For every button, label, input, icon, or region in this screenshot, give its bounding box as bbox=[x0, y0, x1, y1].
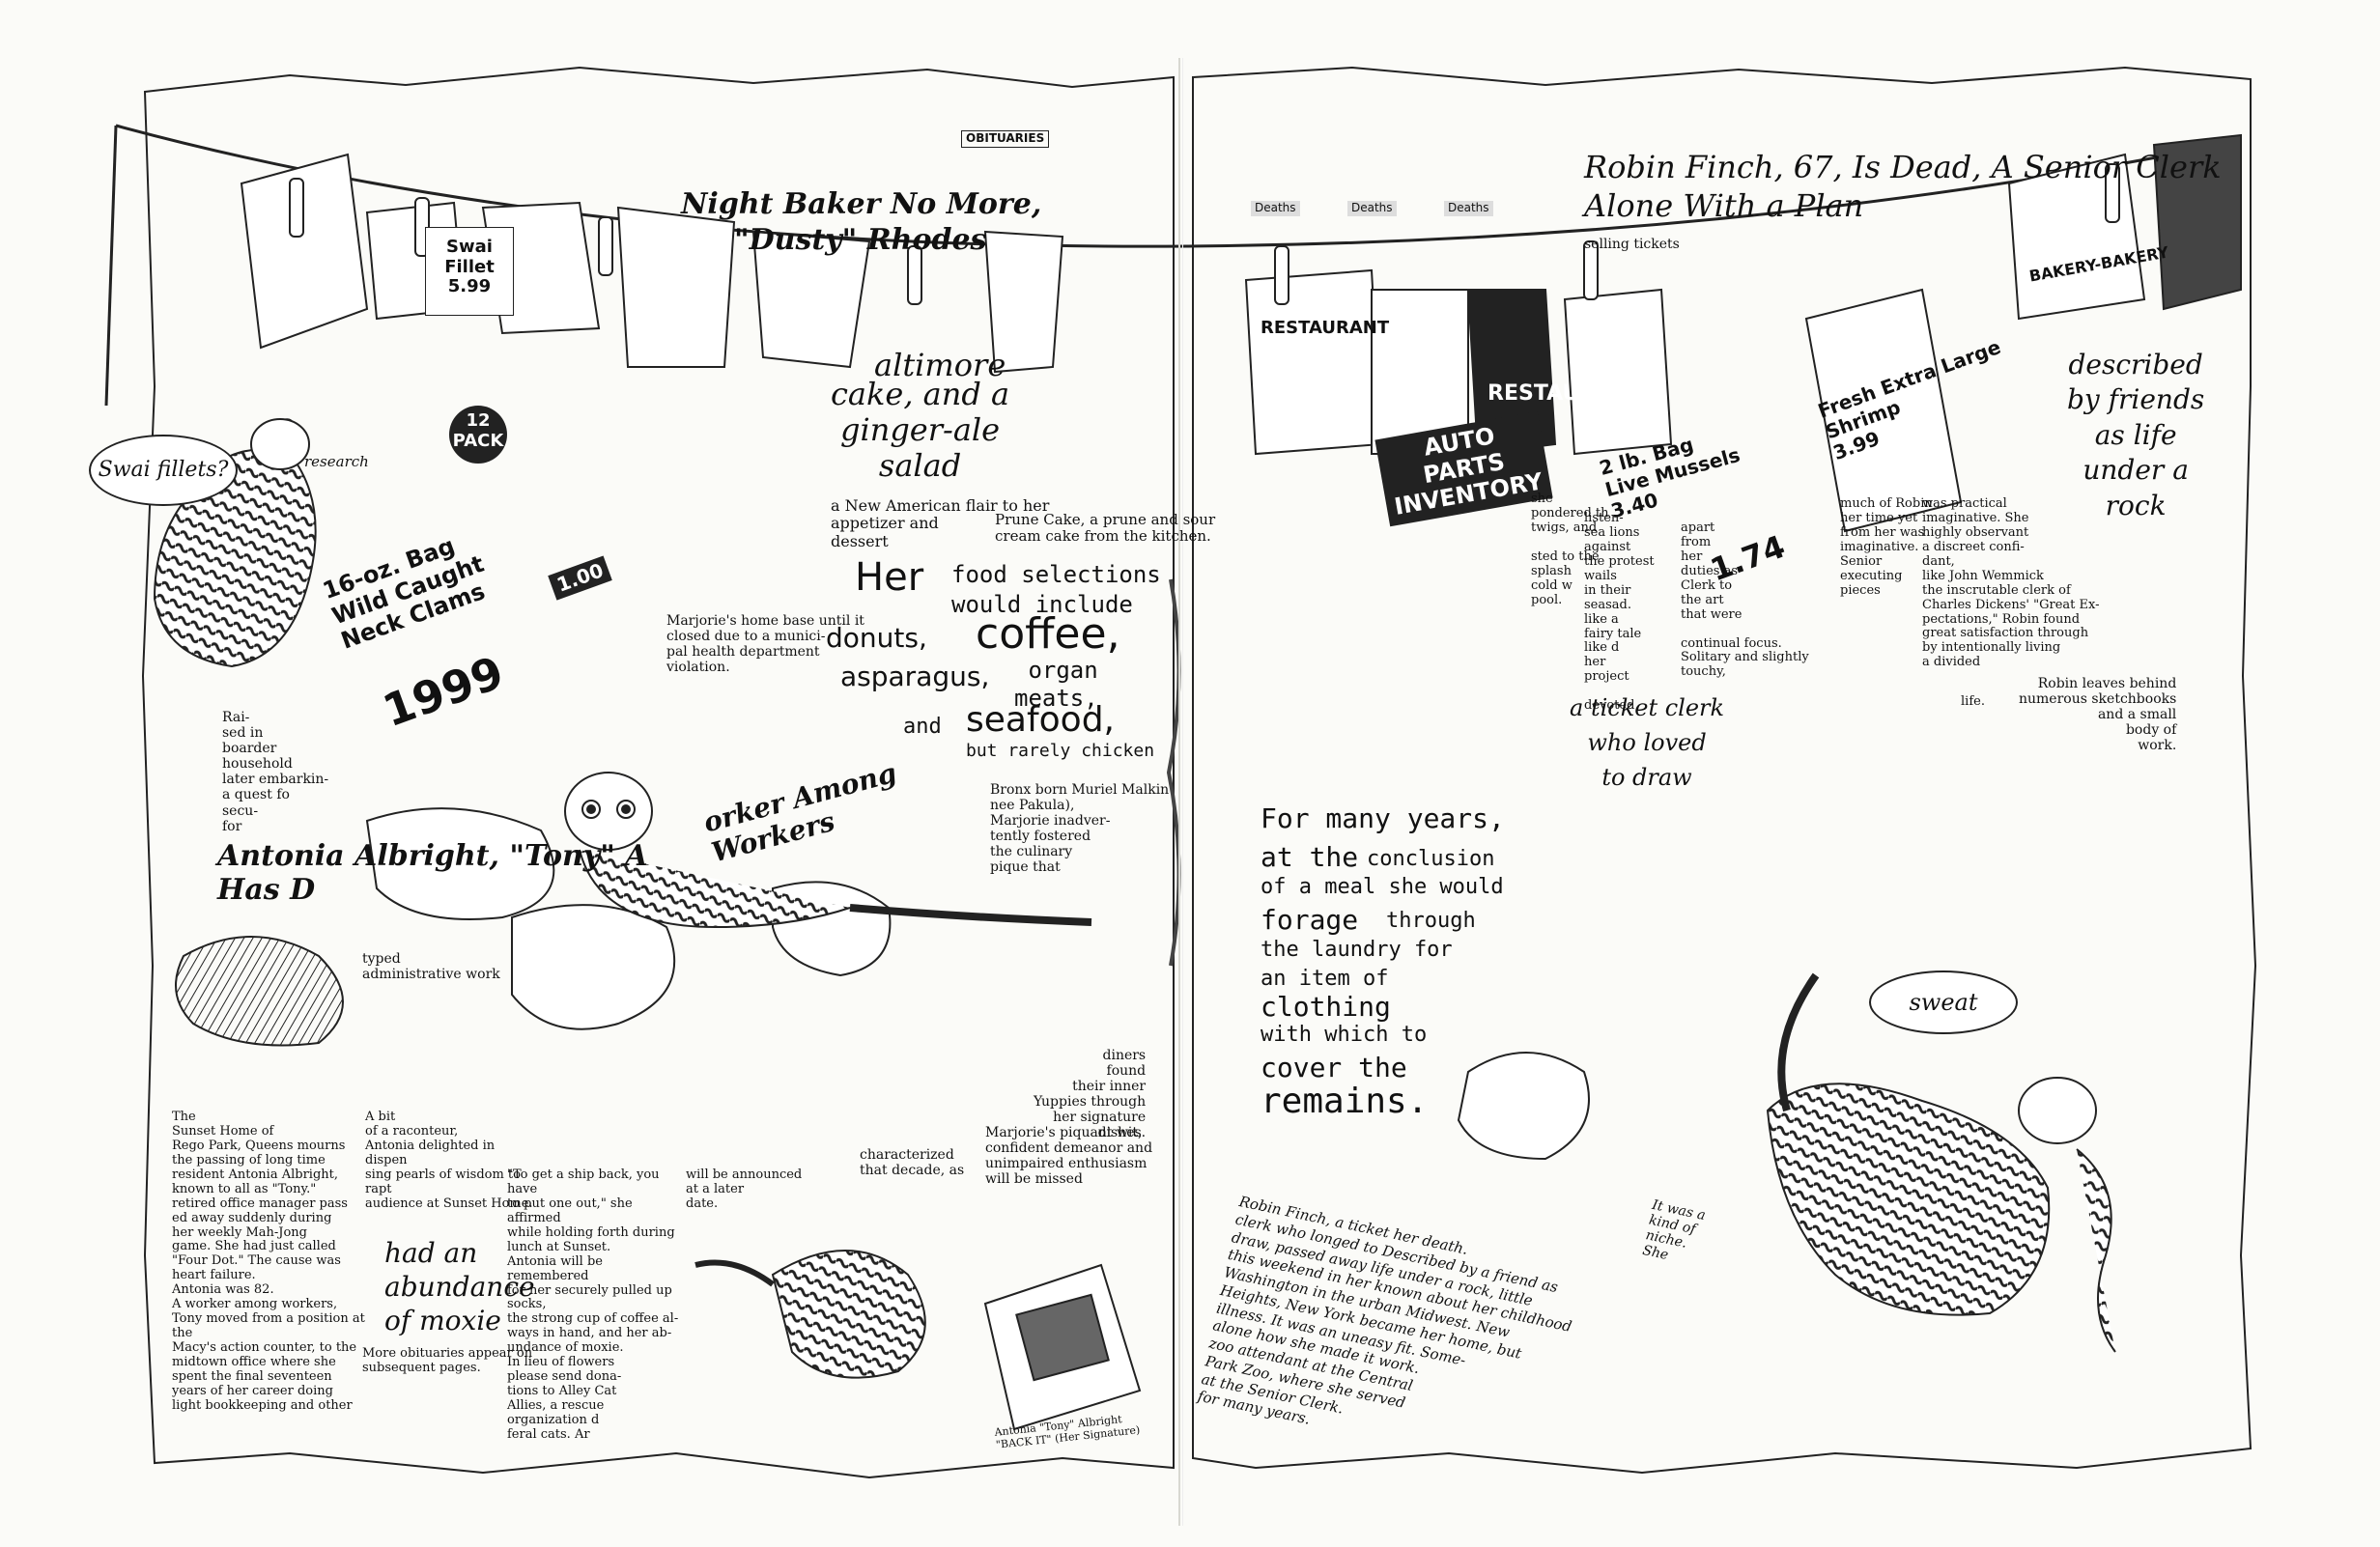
robin-column-a: she pondered th twigs, and sted to the s… bbox=[1531, 492, 1609, 607]
headline-antonia: Antonia Albright, "Tony" A bbox=[217, 839, 648, 873]
photo-frame bbox=[983, 1263, 1142, 1431]
marjories-home-base: Marjorie's home base until it closed due… bbox=[666, 613, 864, 676]
cat-left-top bbox=[153, 418, 317, 668]
cat-right bbox=[1766, 972, 2116, 1353]
badge-12-pack: 12 PACK bbox=[449, 406, 507, 464]
diners-found: diners found their inner Yuppies through… bbox=[1034, 1048, 1147, 1141]
forage: forage bbox=[1261, 904, 1359, 936]
deaths-label-1: Deaths bbox=[1251, 201, 1300, 216]
food-and: and bbox=[903, 715, 942, 739]
food-rarely-chicken: but rarely chicken bbox=[966, 741, 1155, 761]
sunset-column-4: will be announced at a later date. bbox=[686, 1167, 803, 1211]
food-asparagus: asparagus, bbox=[840, 661, 990, 692]
restaurant-label: RESTAURANT bbox=[1261, 318, 1390, 338]
deaths-label-2: Deaths bbox=[1347, 201, 1397, 216]
cover-the: cover the bbox=[1261, 1052, 1407, 1083]
robin-column-e: was practical imaginative. She highly ob… bbox=[1922, 496, 2100, 670]
price-swai: Swai Fillet 5.99 bbox=[444, 237, 495, 297]
at-the: at the bbox=[1261, 841, 1359, 873]
research-tag: research bbox=[304, 453, 369, 470]
for-many-years: For many years, bbox=[1261, 802, 1505, 834]
prune-cake-text: Prune Cake, a prune and sour cream cake … bbox=[995, 511, 1216, 546]
bronx-born-text: Bronx born Muriel Malkin nee Pakula), Ma… bbox=[990, 782, 1170, 876]
food-donuts: donuts, bbox=[826, 622, 927, 654]
the-laundry-for: the laundry for bbox=[1261, 938, 1453, 962]
with-which-to: with which to bbox=[1261, 1023, 1428, 1047]
through: through bbox=[1386, 909, 1476, 933]
altimore-fragment: altimore bbox=[874, 347, 1006, 383]
clothesline-pole-left bbox=[104, 125, 118, 407]
sunset-column-2: A bit of a raconteur, Antonia delighted … bbox=[365, 1110, 533, 1211]
cat-left-middle bbox=[564, 772, 1092, 929]
ticket-clerk-loved-draw: a ticket clerk who loved to draw bbox=[1570, 694, 1725, 791]
selling-tickets: selling tickets bbox=[1584, 237, 1680, 252]
fold-tear bbox=[1166, 578, 1181, 967]
left-page-border bbox=[141, 66, 1175, 1479]
marjories-piquant-wit: Marjorie's piquant wit, confident demean… bbox=[985, 1125, 1153, 1188]
restau-box: RESTAU bbox=[1488, 381, 1580, 406]
sunset-column-1: The Sunset Home of Rego Park, Queens mou… bbox=[172, 1110, 365, 1413]
center-fold bbox=[1178, 58, 1180, 1526]
raised-in-boarder: Rai- sed in boarder household later emba… bbox=[222, 710, 329, 834]
thought-cloud-sweat: sweat bbox=[1869, 970, 2018, 1034]
robin-leaves-behind: Robin leaves behind numerous sketchbooks… bbox=[2019, 676, 2177, 754]
life-label: life. bbox=[1961, 694, 1985, 709]
food-organ-meats: organ meats, bbox=[1014, 657, 1098, 712]
clothing: clothing bbox=[1261, 991, 1391, 1023]
right-page-border bbox=[1192, 66, 2257, 1475]
remains: remains. bbox=[1261, 1082, 1429, 1121]
headline-antonia-has: Has D bbox=[217, 873, 316, 907]
robin-column-c: apart from her duties as Clerk to the ar… bbox=[1681, 520, 1809, 680]
described-by-friends: described by friends as life under a roc… bbox=[2067, 349, 2205, 521]
food-her: Her bbox=[855, 555, 924, 600]
robin-headline-2: Alone With a Plan bbox=[1584, 187, 1864, 224]
cake-ginger-ale-salad: cake, and a ginger-ale salad bbox=[831, 376, 1010, 484]
more-obituaries: More obituaries appear on subsequent pag… bbox=[362, 1346, 533, 1375]
administrative-work: typed administrative work bbox=[362, 951, 500, 983]
conclusion: conclusion bbox=[1367, 847, 1495, 871]
swai-fillets-text: Swai fillets? bbox=[98, 458, 229, 482]
robin-headline-1: Robin Finch, 67, Is Dead, A Senior Clerk bbox=[1584, 149, 2222, 185]
had-an-abundance-of-moxie: had an abundance of moxie bbox=[384, 1237, 535, 1336]
food-coffee: coffee, bbox=[976, 609, 1120, 659]
characterized-decade: characterized that decade, as bbox=[860, 1147, 965, 1179]
sunset-column-3: "To get a ship back, you have to put one… bbox=[507, 1167, 679, 1442]
deaths-label-3: Deaths bbox=[1444, 201, 1493, 216]
thought-cloud-swai: Swai fillets? bbox=[89, 435, 238, 506]
food-seafood: seafood, bbox=[966, 700, 1115, 740]
headline-dusty-rhodes: "Dusty" Rhodes bbox=[734, 223, 987, 257]
clothesline bbox=[115, 124, 2223, 248]
sweat-text: sweat bbox=[1909, 989, 1978, 1016]
center-fold-shadow bbox=[1182, 58, 1183, 1526]
of-a-meal: of a meal she would bbox=[1261, 875, 1504, 899]
robin-column-b: listen- sea lions against the protest wa… bbox=[1584, 511, 1655, 714]
hanging-papers-right bbox=[1244, 133, 2242, 533]
hanging-papers-left bbox=[240, 153, 1064, 374]
new-american-flair: a New American flair to her appetizer an… bbox=[831, 496, 1050, 550]
an-item-of: an item of bbox=[1261, 967, 1389, 991]
headline-night-baker: Night Baker No More, bbox=[681, 187, 1042, 221]
cat-left-bottom bbox=[694, 1250, 926, 1379]
robin-column-d: much of Robin her time yet from her was … bbox=[1840, 496, 1933, 598]
price-tag-swai: Swai Fillet 5.99 bbox=[425, 227, 514, 316]
obituaries-label: OBITUARIES bbox=[961, 130, 1050, 148]
food-selections: food selections would include bbox=[951, 561, 1161, 619]
